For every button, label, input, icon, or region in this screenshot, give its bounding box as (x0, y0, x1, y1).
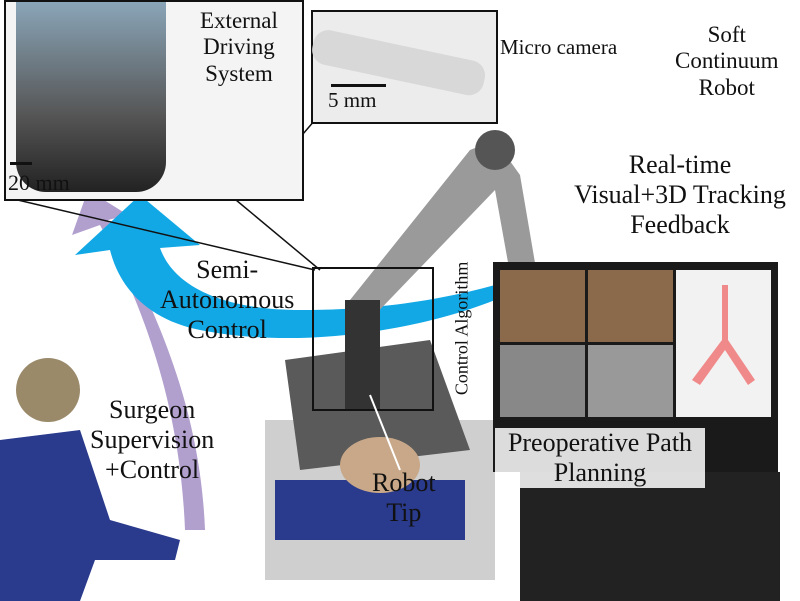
ct-view-2 (588, 345, 673, 417)
soft-robot-label: Soft Continuum Robot (675, 22, 779, 101)
feedback-label: Real-time Visual+3D Tracking Feedback (560, 150, 800, 240)
scale-bar (331, 84, 386, 87)
robot-tip-label: Robot Tip (372, 468, 436, 528)
label-line: Autonomous (160, 284, 295, 314)
label-line: Driving (203, 34, 275, 60)
surgeon-head (16, 358, 80, 422)
label-line: Tip (386, 497, 422, 527)
patient-head (340, 437, 420, 493)
airway-tree (692, 285, 755, 385)
label-line: External (200, 8, 278, 33)
label-line: Control (187, 314, 267, 344)
control-algorithm-label: Control Algorithm (451, 261, 472, 396)
driving-system-label: External Driving System (200, 8, 278, 87)
robot-photo (16, 2, 166, 192)
ct-view-1 (500, 345, 585, 417)
surgeon-label: Surgeon Supervision +Control (90, 395, 214, 485)
control-label: Semi- Autonomous Control (160, 255, 294, 345)
scale-bar (10, 162, 32, 165)
label-line: Real-time (628, 150, 732, 179)
scale-5mm: 5 mm (328, 88, 377, 112)
label-line: Feedback (630, 209, 730, 239)
endoscope-view-2 (588, 270, 673, 342)
driving-system-inset (4, 0, 304, 201)
scale-20mm: 20 mm (8, 170, 70, 195)
tip-callout-box (312, 267, 434, 411)
soft-robot-inset (309, 10, 498, 124)
path-planning-label: Preoperative Path Planning (495, 428, 705, 488)
label-line: Soft (707, 22, 746, 47)
label-line: Surgeon (109, 395, 196, 424)
blue-arrow (75, 195, 495, 339)
label-line: Semi- (196, 255, 259, 284)
robot-arm (350, 140, 555, 385)
surgeon-body (0, 430, 180, 601)
label-line: Preoperative Path (507, 428, 693, 457)
computer-cabinet (520, 472, 780, 601)
robot-tool (345, 300, 380, 410)
purple-arrow (72, 190, 205, 530)
label-line: Continuum (675, 48, 779, 74)
label-line: Planning (553, 457, 647, 487)
label-line: System (205, 60, 273, 86)
label-line: Robot (372, 468, 436, 497)
robot-joint (475, 130, 515, 170)
label-line: Supervision (90, 424, 215, 454)
label-line: +Control (105, 454, 200, 484)
label-line: Visual+3D Tracking (574, 179, 786, 209)
micro-camera-label: Micro camera (500, 35, 618, 59)
label-line: Robot (698, 74, 755, 100)
endoscope-view-1 (500, 270, 585, 342)
